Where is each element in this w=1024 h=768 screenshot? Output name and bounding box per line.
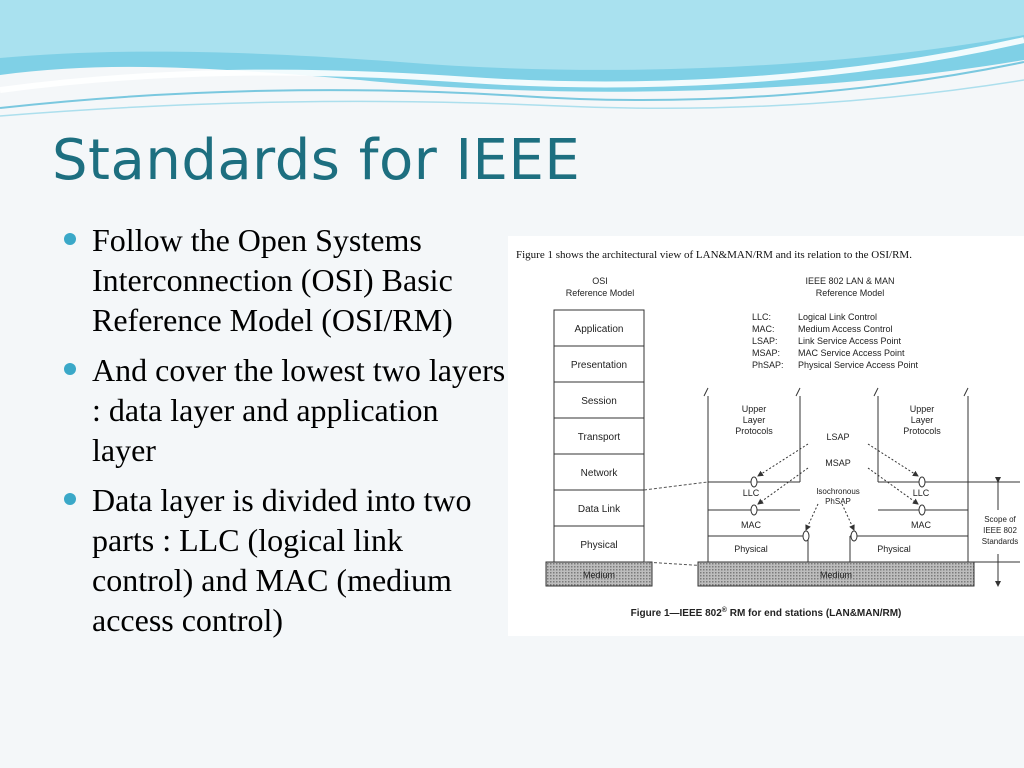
legend-desc: Medium Access Control (798, 324, 893, 334)
scope-label-bg (974, 510, 1024, 554)
bullet-dot-icon (64, 233, 76, 245)
upper-layer-right-line3: Protocols (903, 426, 941, 436)
llc-left-label: LLC (743, 488, 760, 498)
isochronous-label-line1: Isochronous (816, 487, 860, 496)
osi-medium-bar (545, 561, 653, 587)
bullet-list: Follow the Open Systems Interconnection … (62, 220, 507, 650)
osi-layer-data-link: Data Link (578, 504, 621, 515)
bullet-dot-icon (64, 363, 76, 375)
bullet-item: Data layer is divided into two parts : L… (62, 480, 507, 640)
scope-line1: Scope of (984, 515, 1016, 524)
legend-abbr: PhSAP: (752, 360, 784, 370)
slide-title: Standards for IEEE (52, 128, 581, 193)
legend-desc: Physical Service Access Point (798, 360, 919, 370)
legend-abbr: LSAP: (752, 336, 778, 346)
bullet-text: Follow the Open Systems Interconnection … (92, 222, 453, 338)
caption-rest: RM for end stations (LAN&MAN/RM) (727, 608, 901, 619)
legend-desc: Logical Link Control (798, 312, 877, 322)
upper-layer-right-line1: Upper (910, 404, 935, 414)
ieee-medium-label: Medium (820, 570, 852, 580)
osi-layer-physical: Physical (580, 540, 617, 551)
osi-layer-network: Network (581, 468, 619, 479)
osi-heading-line1: OSI (592, 276, 608, 286)
scope-line3: Standards (982, 537, 1018, 546)
physical-left-label: Physical (734, 544, 768, 554)
upper-layer-right-line2: Layer (911, 415, 934, 425)
bullet-dot-icon (64, 493, 76, 505)
upper-layer-left-line2: Layer (743, 415, 766, 425)
ieee-heading-line2: Reference Model (816, 288, 885, 298)
lsap-label: LSAP (826, 432, 849, 442)
legend-desc: Link Service Access Point (798, 336, 902, 346)
header-wave-decoration (0, 0, 1024, 117)
legend-abbr: LLC: (752, 312, 771, 322)
osi-layer-session: Session (581, 396, 617, 407)
osi-heading-line2: Reference Model (566, 288, 635, 298)
upper-layer-left-line3: Protocols (735, 426, 773, 436)
bullet-item: And cover the lowest two layers : data l… (62, 350, 507, 470)
caption-main: Figure 1—IEEE 802 (631, 608, 723, 619)
osi-medium-label: Medium (583, 570, 615, 580)
bullet-item: Follow the Open Systems Interconnection … (62, 220, 507, 340)
caption-registered: ® (722, 606, 728, 614)
upper-layer-left-line1: Upper (742, 404, 767, 414)
llc-right-label: LLC (913, 488, 930, 498)
isochronous-label-line2: PhSAP (825, 497, 851, 506)
figure-diagram: Figure 1 shows the architectural view of… (516, 249, 1024, 619)
figure-caption: Figure 1—IEEE 802® RM for end stations (… (631, 606, 902, 619)
msap-label: MSAP (825, 458, 851, 468)
bullet-text: Data layer is divided into two parts : L… (92, 482, 472, 638)
legend-abbr: MAC: (752, 324, 775, 334)
legend-desc: MAC Service Access Point (798, 348, 905, 358)
osi-layer-transport: Transport (578, 432, 621, 443)
bullet-text: And cover the lowest two layers : data l… (92, 352, 506, 468)
figure-intro: Figure 1 shows the architectural view of… (516, 249, 912, 261)
ieee-802-reference-model-figure: Figure 1 shows the architectural view of… (508, 236, 1024, 636)
osi-layer-application: Application (575, 324, 624, 335)
mac-right-label: MAC (911, 520, 932, 530)
scope-line2: IEEE 802 (983, 526, 1017, 535)
ieee-medium-bar (697, 561, 975, 587)
legend-abbr: MSAP: (752, 348, 780, 358)
mac-left-label: MAC (741, 520, 762, 530)
ieee-heading-line1: IEEE 802 LAN & MAN (805, 276, 894, 286)
physical-right-label: Physical (877, 544, 911, 554)
osi-layer-presentation: Presentation (571, 360, 627, 371)
